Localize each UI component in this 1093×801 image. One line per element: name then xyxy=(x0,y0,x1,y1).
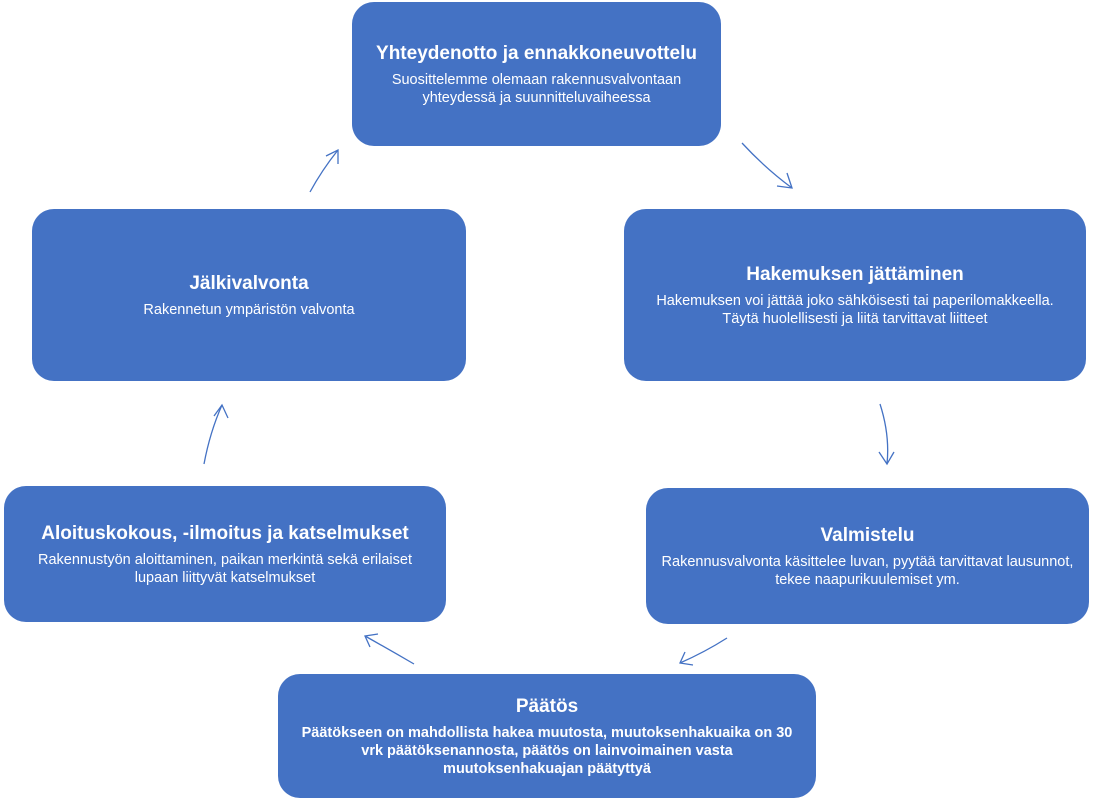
step-contact-title: Yhteydenotto ja ennakkoneuvottelu xyxy=(376,42,697,64)
step-preparation-box: Valmistelu Rakennusvalvonta käsittelee l… xyxy=(646,488,1089,624)
arrow-contact-to-application xyxy=(741,142,793,189)
step-decision-title: Päätös xyxy=(515,695,579,717)
step-contact-box: Yhteydenotto ja ennakkoneuvottelu Suosit… xyxy=(352,2,721,146)
step-decision-box: Päätös Päätökseen on mahdollista hakea m… xyxy=(278,674,816,798)
arrow-preparation-to-decision xyxy=(679,637,728,666)
step-aftercare-box: Jälkivalvonta Rakennetun ympäristön valv… xyxy=(32,209,466,381)
step-aftercare-title: Jälkivalvonta xyxy=(189,272,309,294)
arrow-decision-to-start-meeting xyxy=(364,633,415,665)
step-start-meeting-description: Rakennustyön aloittaminen, paikan merkin… xyxy=(38,551,412,586)
step-application-description: Hakemuksen voi jättää joko sähköisesti t… xyxy=(656,292,1054,327)
step-aftercare-description: Rakennetun ympäristön valvonta xyxy=(143,301,355,318)
step-start-meeting-title: Aloituskokous, -ilmoitus ja katselmukset xyxy=(41,522,409,544)
step-application-title: Hakemuksen jättäminen xyxy=(746,263,964,285)
step-preparation-description: Rakennusvalvonta käsittelee luvan, pyytä… xyxy=(661,553,1074,588)
arrow-start-meeting-to-aftercare xyxy=(203,403,229,465)
step-contact-description: Suosittelemme olemaan rakennusvalvontaan… xyxy=(391,71,682,106)
arrow-application-to-preparation xyxy=(878,403,895,466)
step-preparation-title: Valmistelu xyxy=(820,524,915,546)
step-application-box: Hakemuksen jättäminen Hakemuksen voi jät… xyxy=(624,209,1086,381)
arrow-aftercare-to-contact xyxy=(309,148,339,193)
step-start-meeting-box: Aloituskokous, -ilmoitus ja katselmukset… xyxy=(4,486,446,622)
step-decision-description: Päätökseen on mahdollista hakea muutosta… xyxy=(301,724,793,777)
